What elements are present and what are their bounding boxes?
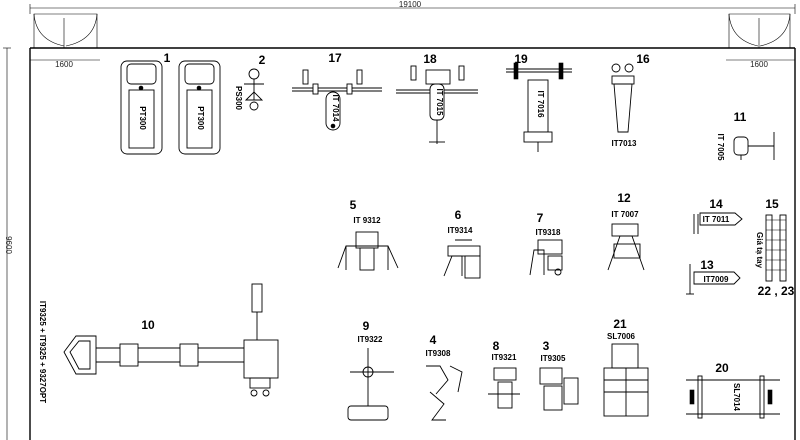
equipment-17-code: IT 7014 [331, 94, 340, 122]
equipment-20-code: SL7014 [732, 383, 741, 412]
equipment-10-multistation: 10 IT9325 + IT9325 + 9327OPT [38, 283, 279, 403]
equipment-1-number: 1 [164, 51, 171, 65]
right-door-width-label: 1600 [750, 60, 768, 69]
equipment-11: 11 IT 7005 [716, 110, 775, 161]
equipment-8-number: 8 [493, 339, 500, 353]
equipment-7-code: IT9318 [536, 228, 561, 237]
equipment-21-code: SL7006 [607, 332, 636, 341]
equipment-3: 3 IT9305 [539, 339, 579, 411]
equipment-16-code: IT7013 [612, 139, 637, 148]
equipment-2-code: PS300 [234, 86, 243, 111]
equipment-21-number: 21 [613, 317, 627, 331]
equipment-15-code: Giá tạ tay [755, 232, 764, 269]
equipment-9-code: IT9322 [358, 335, 383, 344]
equipment-12-number: 12 [617, 191, 631, 205]
equipment-21: 21 SL7006 [603, 317, 649, 417]
equipment-16: 16 IT7013 [612, 52, 650, 148]
equipment-13: 13 IT7009 [686, 258, 741, 295]
equipment-5: 5 IT 9312 [337, 198, 399, 271]
total-depth-label: 9600 [4, 236, 13, 254]
equipment-9-number: 9 [363, 319, 370, 333]
treadmill-left-code: PT300 [138, 106, 147, 130]
total-width-dimension: 19100 [29, 0, 796, 14]
equipment-10-code: IT9325 + IT9325 + 9327OPT [38, 301, 47, 403]
equipment-22-23-number: 22 , 23 [758, 284, 795, 298]
equipment-14: 14 IT 7011 [693, 197, 743, 234]
equipment-18-number: 18 [423, 52, 437, 66]
equipment-20-number: 20 [715, 361, 729, 375]
equipment-19: 19 IT 7016 [506, 52, 572, 152]
equipment-14-code: IT 7011 [703, 215, 730, 224]
equipment-19-number: 19 [514, 52, 528, 66]
equipment-9: 9 IT9322 [347, 319, 394, 421]
equipment-4-number: 4 [430, 333, 437, 347]
equipment-4-code: IT9308 [426, 349, 451, 358]
treadmill-left: PT300 [120, 60, 163, 155]
equipment-3-number: 3 [543, 339, 550, 353]
equipment-1-treadmills: 1 PT300 PT300 [120, 51, 221, 155]
equipment-2: 2 PS300 [234, 53, 266, 111]
equipment-19-code: IT 7016 [536, 90, 545, 118]
equipment-12-code: IT 7007 [611, 210, 639, 219]
equipment-7: 7 IT9318 [529, 211, 563, 276]
equipment-5-code: IT 9312 [353, 216, 381, 225]
equipment-16-number: 16 [636, 52, 650, 66]
equipment-7-number: 7 [537, 211, 544, 225]
equipment-6: 6 IT9314 [443, 208, 481, 279]
equipment-6-code: IT9314 [448, 226, 473, 235]
equipment-20: 20 SL7014 [686, 361, 780, 419]
equipment-15-number: 15 [765, 197, 779, 211]
total-depth-dimension: 9600 [3, 47, 13, 440]
equipment-18-code: IT 7015 [435, 88, 444, 116]
equipment-13-code: IT7009 [704, 275, 729, 284]
equipment-18: 18 IT 7015 [396, 52, 478, 144]
equipment-8-code: IT9321 [492, 353, 517, 362]
equipment-11-number: 11 [734, 110, 747, 124]
equipment-10-number: 10 [141, 318, 155, 332]
equipment-3-code: IT9305 [541, 354, 566, 363]
equipment-12: 12 IT 7007 [607, 191, 645, 271]
equipment-5-number: 5 [350, 198, 357, 212]
equipment-17: 17 IT 7014 [292, 51, 382, 131]
left-door-width-label: 1600 [55, 60, 73, 69]
equipment-17-number: 17 [328, 51, 342, 65]
equipment-4: 4 IT9308 [426, 333, 463, 421]
room-walls: 1600 1600 [29, 13, 796, 440]
equipment-14-number: 14 [709, 197, 723, 211]
total-width-label: 19100 [399, 0, 422, 9]
equipment-6-number: 6 [455, 208, 462, 222]
equipment-13-number: 13 [700, 258, 714, 272]
equipment-8: 8 IT9321 [488, 339, 520, 409]
equipment-2-number: 2 [259, 53, 266, 67]
treadmill-right: PT300 [178, 60, 221, 155]
equipment-11-code: IT 7005 [716, 133, 725, 161]
treadmill-right-code: PT300 [196, 106, 205, 130]
equipment-15-dumbbell-rack: 15 Giá tạ tay [755, 197, 787, 282]
